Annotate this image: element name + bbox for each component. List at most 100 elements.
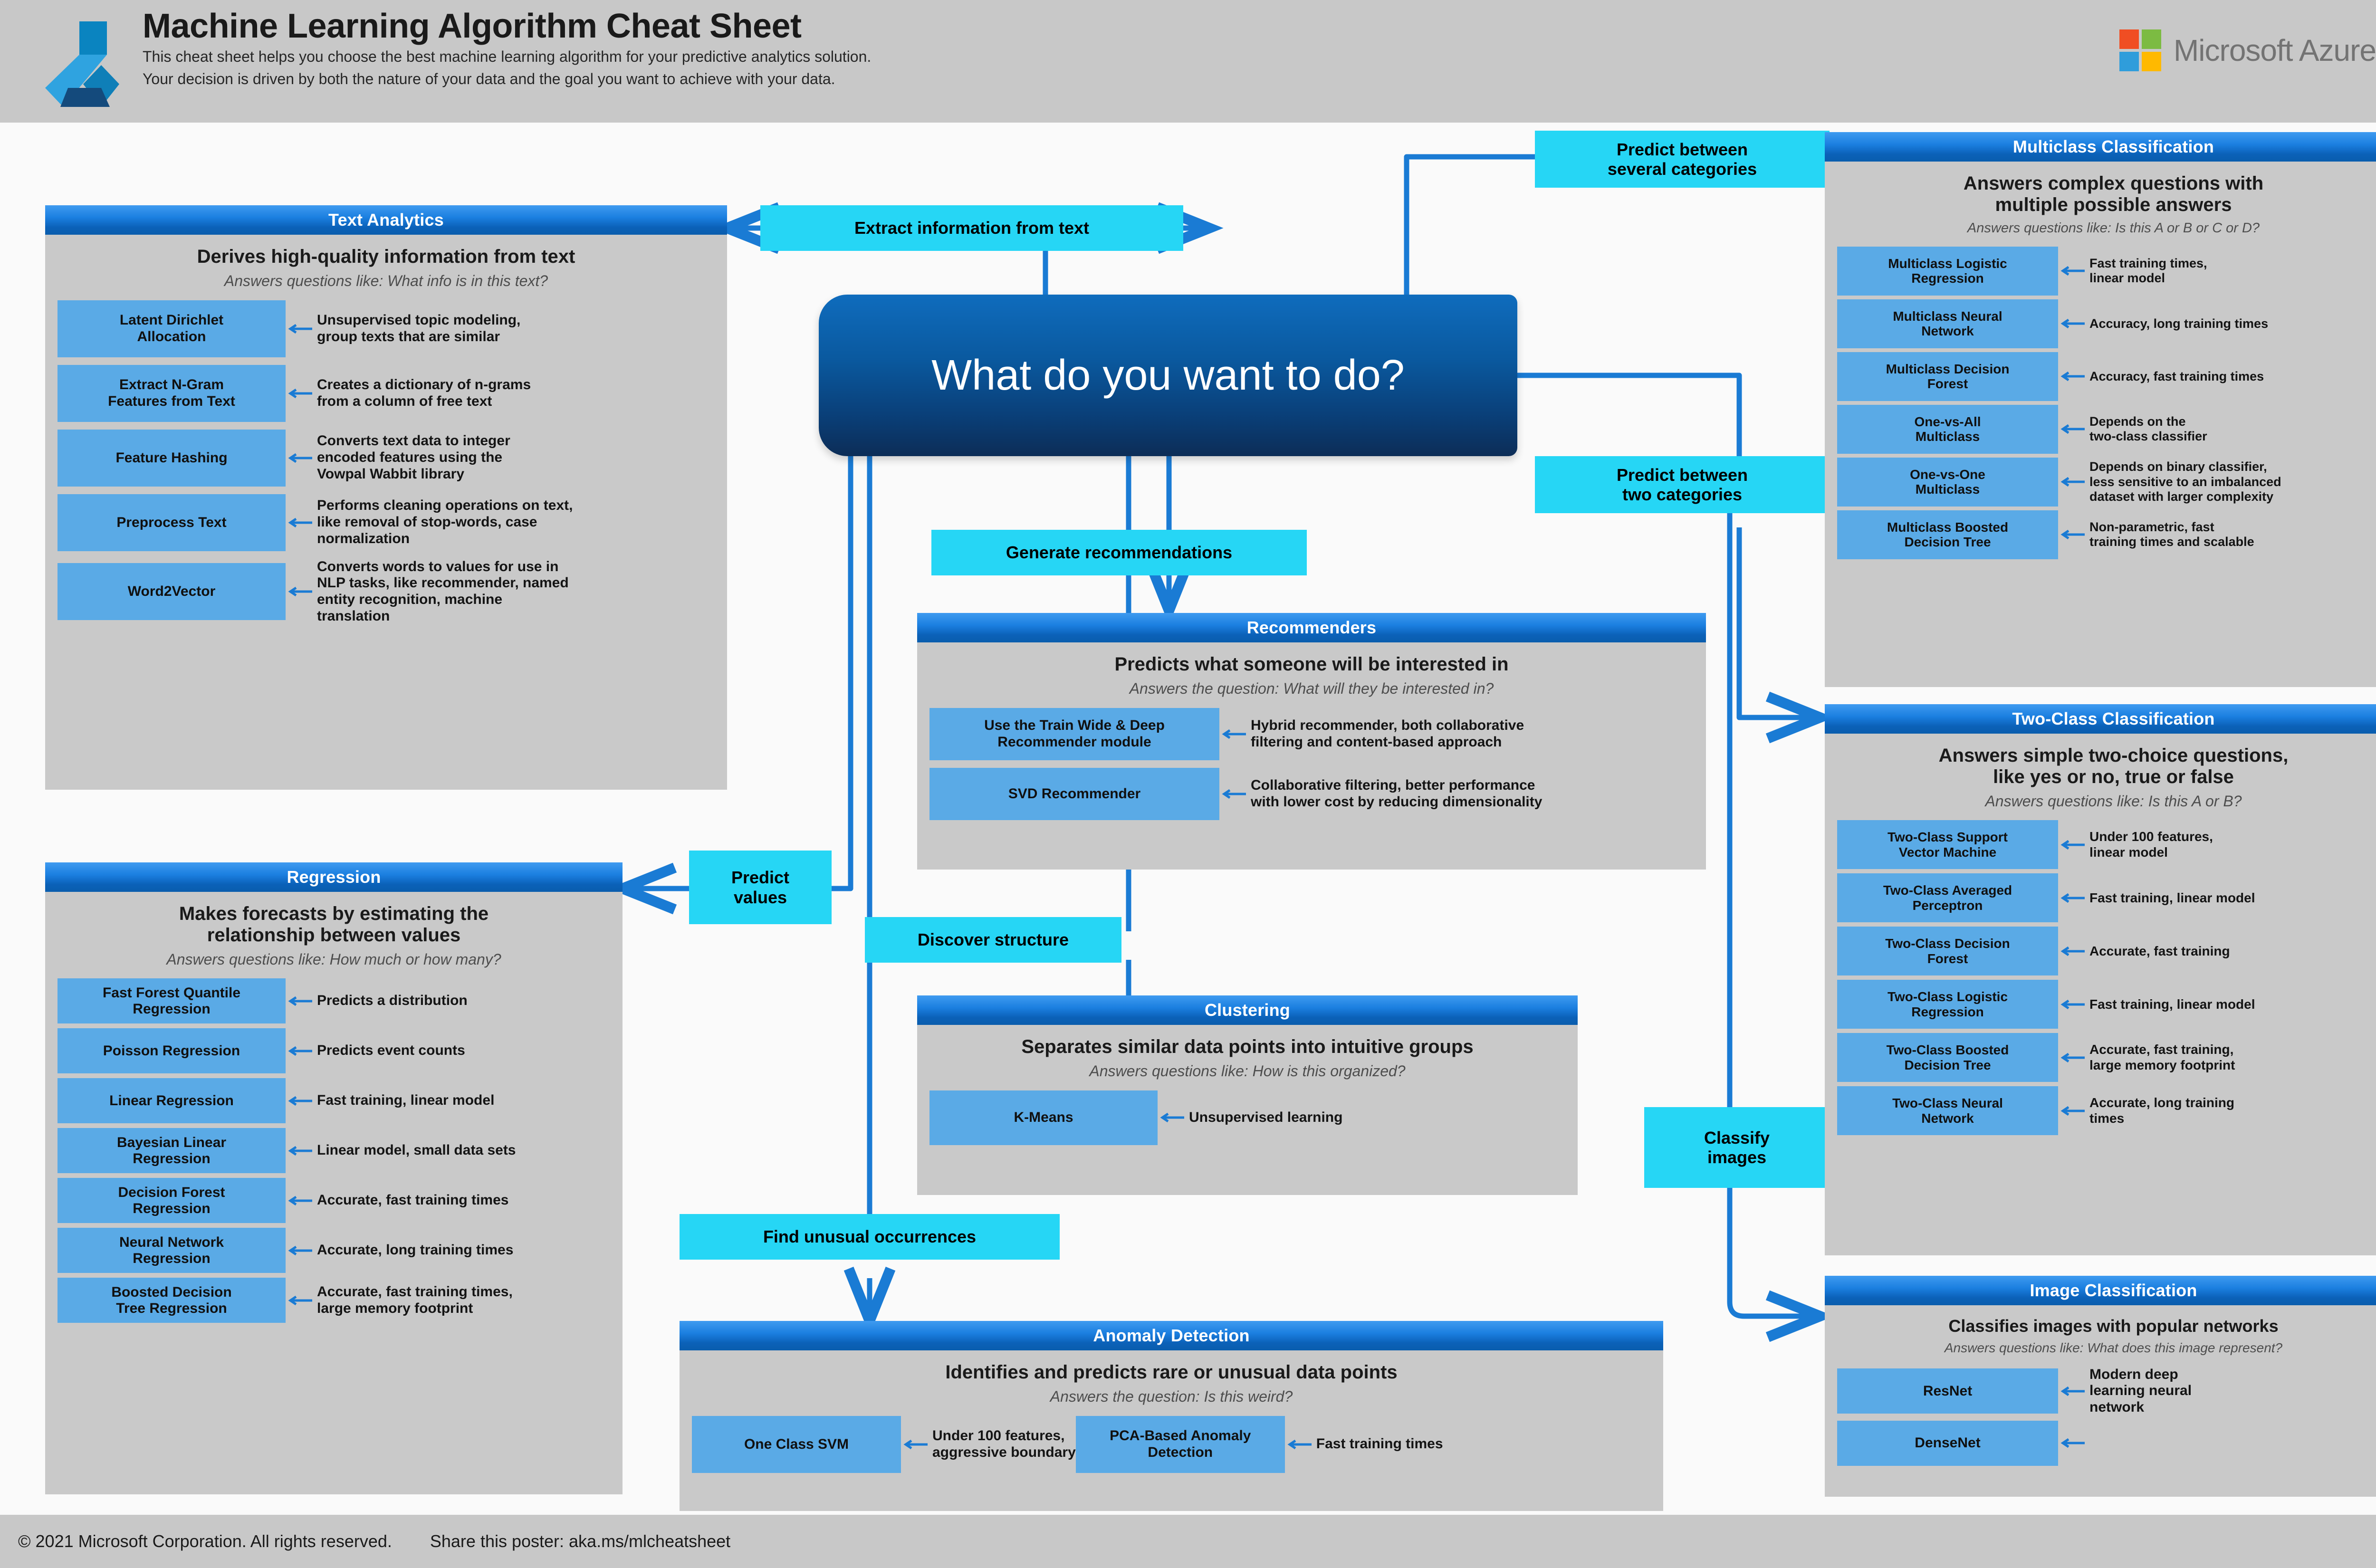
algorithm-description: Fast training, linear model: [317, 1092, 495, 1109]
algorithm-description: Collaborative filtering, better performa…: [1251, 777, 1542, 810]
panel-question: Answers questions like: How much or how …: [166, 950, 501, 968]
decision-extract-information-from-text[interactable]: Extract information from text: [760, 205, 1183, 251]
left-arrow-icon: [286, 1045, 315, 1057]
algorithm-box[interactable]: Bayesian Linear Regression: [57, 1128, 286, 1174]
azure-logo-icon: [45, 21, 119, 107]
panel-anomaly-detection: Anomaly Detection Identifies and predict…: [680, 1321, 1663, 1511]
algorithm-list: ResNet Modern deep learning neural networ…: [1837, 1367, 2376, 1466]
algorithm-box[interactable]: Two-Class Averaged Perceptron: [1837, 873, 2058, 923]
algorithm-description: Fast training, linear model: [2089, 996, 2255, 1012]
decision-discover-structure[interactable]: Discover structure: [865, 917, 1121, 963]
algorithm-box[interactable]: Multiclass Logistic Regression: [1837, 246, 2058, 296]
algorithm-box[interactable]: Feature Hashing: [57, 429, 286, 487]
algorithm-description: Linear model, small data sets: [317, 1142, 516, 1158]
algorithm-box[interactable]: DenseNet: [1837, 1420, 2058, 1466]
panel-tagline: Separates similar data points into intui…: [1021, 1036, 1474, 1057]
left-arrow-icon: [286, 452, 315, 464]
algorithm-box[interactable]: Two-Class Logistic Regression: [1837, 980, 2058, 1029]
share-link-text[interactable]: Share this poster: aka.ms/mlcheatsheet: [430, 1531, 731, 1551]
algorithm-box[interactable]: Fast Forest Quantile Regression: [57, 978, 286, 1024]
algorithm-box[interactable]: Extract N-Gram Features from Text: [57, 364, 286, 422]
algorithm-description: Accurate, fast training times, large mem…: [317, 1284, 513, 1316]
algorithm-row: Two-Class Boosted Decision Tree Accurate,…: [1837, 1033, 2376, 1082]
algorithm-box[interactable]: Linear Regression: [57, 1078, 286, 1124]
left-arrow-icon: [2058, 476, 2088, 488]
panel-question: Answers questions like: How is this orga…: [1089, 1062, 1406, 1080]
algorithm-box[interactable]: One-vs-One Multiclass: [1837, 457, 2058, 507]
panel-two-class-classification: Two-Class Classification Answers simple …: [1825, 704, 2376, 1255]
algorithm-description: Creates a dictionary of n-grams from a c…: [317, 376, 531, 409]
algorithm-box[interactable]: Latent Dirichlet Allocation: [57, 300, 286, 357]
algorithm-box[interactable]: Decision Forest Regression: [57, 1178, 286, 1224]
hub-question-text: What do you want to do?: [931, 351, 1405, 399]
left-arrow-icon: [286, 585, 315, 598]
panel-title-two-class-classification: Two-Class Classification: [1825, 704, 2376, 734]
left-arrow-icon: [2058, 1052, 2088, 1064]
algorithm-box[interactable]: Neural Network Regression: [57, 1228, 286, 1273]
panel-question: Answers questions like: Is this A or B o…: [1967, 220, 2260, 236]
panel-question: Answers questions like: What does this i…: [1944, 1340, 2283, 1356]
algorithm-description: Fast training, linear model: [2089, 890, 2255, 905]
algorithm-box[interactable]: Word2Vector: [57, 563, 286, 621]
algorithm-box[interactable]: SVD Recommender: [929, 767, 1219, 820]
algorithm-description: Fast training times: [1316, 1436, 1443, 1452]
algorithm-box[interactable]: One Class SVM: [692, 1415, 901, 1473]
algorithm-row: PCA-Based Anomaly Detection Fast training…: [1075, 1415, 1443, 1473]
algorithm-description: Under 100 features, linear model: [2089, 829, 2213, 860]
algorithm-box[interactable]: ResNet: [1837, 1368, 2058, 1414]
panel-title-multiclass-classification: Multiclass Classification: [1825, 132, 2376, 162]
panel-tagline: Answers simple two-choice questions, lik…: [1938, 745, 2289, 787]
decision-predict-between-two-categories[interactable]: Predict between two categories: [1535, 456, 1830, 513]
algorithm-row: Bayesian Linear Regression Linear model, …: [57, 1128, 610, 1174]
algorithm-description: Performs cleaning operations on text, li…: [317, 497, 573, 546]
algorithm-box[interactable]: Poisson Regression: [57, 1028, 286, 1074]
algorithm-row: Preprocess Text Performs cleaning operati…: [57, 494, 715, 551]
decision-predict-between-several-categories[interactable]: Predict between several categories: [1535, 131, 1830, 188]
algorithm-box[interactable]: Boosted Decision Tree Regression: [57, 1278, 286, 1323]
decision-generate-recommendations[interactable]: Generate recommendations: [931, 530, 1307, 575]
algorithm-box[interactable]: Multiclass Neural Network: [1837, 299, 2058, 348]
algorithm-row: Multiclass Decision Forest Accuracy, fast…: [1837, 352, 2376, 401]
left-arrow-icon: [286, 516, 315, 529]
algorithm-box[interactable]: Two-Class Boosted Decision Tree: [1837, 1033, 2058, 1082]
algorithm-description: Accurate, fast training, large memory fo…: [2089, 1042, 2235, 1072]
panel-tagline: Derives high-quality information from te…: [197, 246, 575, 267]
panel-title-regression: Regression: [45, 862, 623, 892]
algorithm-box[interactable]: Preprocess Text: [57, 494, 286, 551]
algorithm-box[interactable]: Use the Train Wide & Deep Recommender mo…: [929, 708, 1219, 760]
algorithm-box[interactable]: Two-Class Decision Forest: [1837, 927, 2058, 976]
algorithm-description: Accuracy, fast training times: [2089, 369, 2264, 383]
left-arrow-icon: [2058, 892, 2088, 904]
left-arrow-icon: [2058, 1105, 2088, 1117]
algorithm-box[interactable]: PCA-Based Anomaly Detection: [1075, 1415, 1285, 1473]
algorithm-row: Neural Network Regression Accurate, long …: [57, 1228, 610, 1273]
decision-predict-values[interactable]: Predict values: [689, 851, 832, 924]
algorithm-description: Modern deep learning neural network: [2089, 1366, 2192, 1415]
algorithm-box[interactable]: Multiclass Boosted Decision Tree: [1837, 510, 2058, 559]
panel-title-clustering: Clustering: [917, 995, 1578, 1025]
left-arrow-icon: [1158, 1111, 1187, 1124]
algorithm-description: Predicts event counts: [317, 1042, 465, 1059]
left-arrow-icon: [1285, 1438, 1314, 1451]
panel-question: Answers questions like: What info is in …: [224, 272, 548, 289]
algorithm-box[interactable]: Multiclass Decision Forest: [1837, 352, 2058, 401]
algorithm-row: Two-Class Support Vector Machine Under 10…: [1837, 820, 2376, 870]
decision-classify-images[interactable]: Classify images: [1644, 1107, 1830, 1188]
algorithm-list: Two-Class Support Vector Machine Under 10…: [1837, 820, 2376, 1136]
algorithm-box[interactable]: K-Means: [929, 1090, 1158, 1145]
algorithm-row: Boosted Decision Tree Regression Accurate…: [57, 1278, 610, 1323]
algorithm-box[interactable]: Two-Class Support Vector Machine: [1837, 820, 2058, 870]
algorithm-description: Accurate, long training times: [317, 1242, 514, 1258]
algorithm-box[interactable]: Two-Class Neural Network: [1837, 1086, 2058, 1136]
left-arrow-icon: [2058, 265, 2088, 277]
panel-tagline: Answers complex questions with multiple …: [1963, 173, 2264, 215]
algorithm-box[interactable]: One-vs-All Multiclass: [1837, 404, 2058, 454]
decision-find-unusual-occurrences[interactable]: Find unusual occurrences: [680, 1214, 1060, 1260]
algorithm-list: Use the Train Wide & Deep Recommender mo…: [929, 708, 1694, 820]
left-arrow-icon: [2058, 1437, 2088, 1449]
